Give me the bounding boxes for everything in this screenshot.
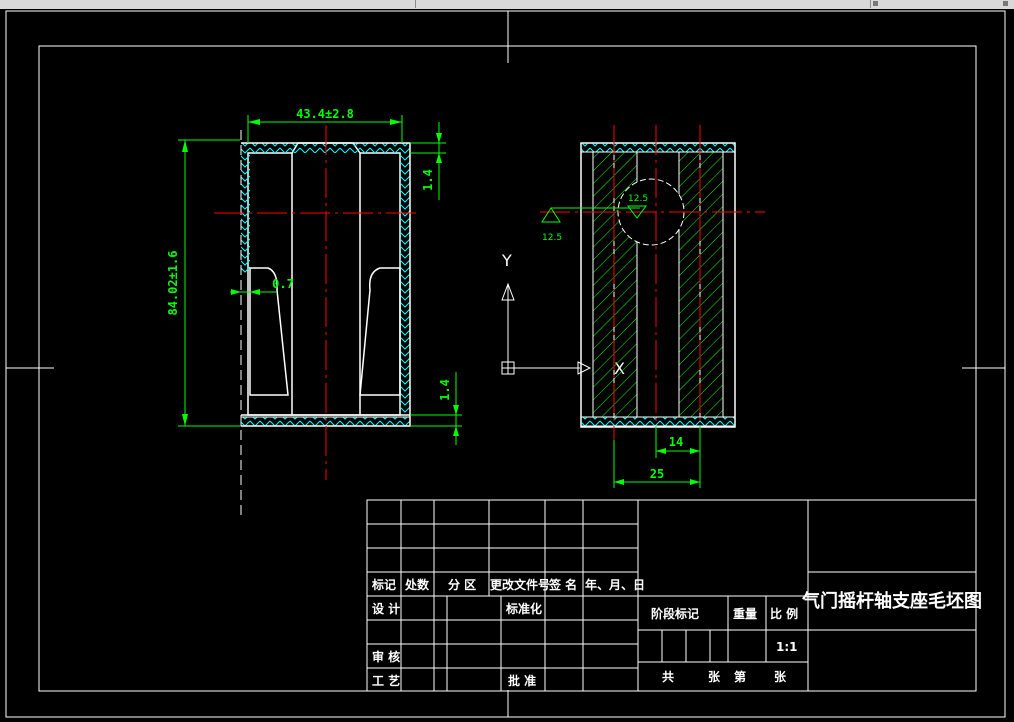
toolbar-segment (0, 0, 416, 8)
roughness-label-left: 12.5 (542, 233, 562, 243)
drawing-title: 气门摇杆轴支座毛坯图 (801, 590, 982, 612)
bottom-wall-dim-text: 1.4 (438, 379, 452, 401)
header-date: 年、月、日 (585, 577, 645, 592)
inner-width-dim-text: 14 (669, 435, 683, 449)
side-wall-dimension: 0.7 (230, 277, 294, 295)
header-zone: 分 区 (448, 577, 476, 592)
inner-width-dimension: 14 (655, 426, 701, 458)
scale-value: 1:1 (776, 640, 798, 654)
height-dim-text: 84.02±1.6 (166, 250, 180, 315)
review-label: 审 核 (372, 649, 400, 664)
ucs-y-label: Y (501, 251, 512, 270)
width-dim-text: 43.4±2.8 (296, 107, 354, 121)
sheet-label: 张 (774, 669, 787, 684)
toolbar-grip-icon (1003, 1, 1008, 6)
front-view[interactable]: 43.4±2.8 84.02±1.6 1.4 1.4 (166, 107, 462, 518)
width-dimension: 43.4±2.8 (247, 107, 403, 143)
side-wall-dim-text: 0.7 (272, 277, 294, 291)
toolbar-segment (415, 0, 871, 8)
header-change-doc: 更改文件号 (490, 577, 550, 592)
header-count: 处数 (404, 577, 430, 592)
outer-width-dim-text: 25 (650, 467, 664, 481)
roughness-symbol: 12.5 12.5 (541, 194, 648, 243)
header-sign: 签 名 (548, 577, 577, 592)
bottom-wall-dimension: 1.4 (410, 372, 462, 445)
design-label: 设 计 (372, 601, 400, 616)
title-block-text: 标记 处数 分 区 更改文件号 签 名 年、月、日 设 计 标准化 审 核 工 … (371, 577, 982, 688)
weight-label: 重量 (733, 606, 757, 621)
sheets-label: 张 (708, 669, 721, 684)
top-wall-dimension: 1.4 (410, 122, 446, 200)
approve-label: 批 准 (508, 673, 536, 688)
process-label: 工 艺 (372, 673, 400, 688)
top-wall-dim-text: 1.4 (421, 169, 435, 191)
toolbar-grip-icon (873, 1, 878, 6)
window-top-strip (0, 0, 1014, 9)
total-label: 共 (662, 669, 674, 684)
page-no-label: 第 (734, 669, 746, 684)
title-block[interactable] (366, 499, 977, 692)
outer-width-dimension: 25 (613, 440, 701, 488)
scale-label: 比 例 (770, 606, 798, 621)
side-view[interactable]: 12.5 12.5 14 25 (540, 125, 765, 488)
standardize-label: 标准化 (505, 601, 542, 616)
stage-mark-label: 阶段标记 (651, 606, 699, 621)
roughness-label-hole: 12.5 (628, 194, 648, 204)
height-dimension: 84.02±1.6 (166, 139, 240, 427)
header-mark: 标记 (371, 577, 396, 592)
